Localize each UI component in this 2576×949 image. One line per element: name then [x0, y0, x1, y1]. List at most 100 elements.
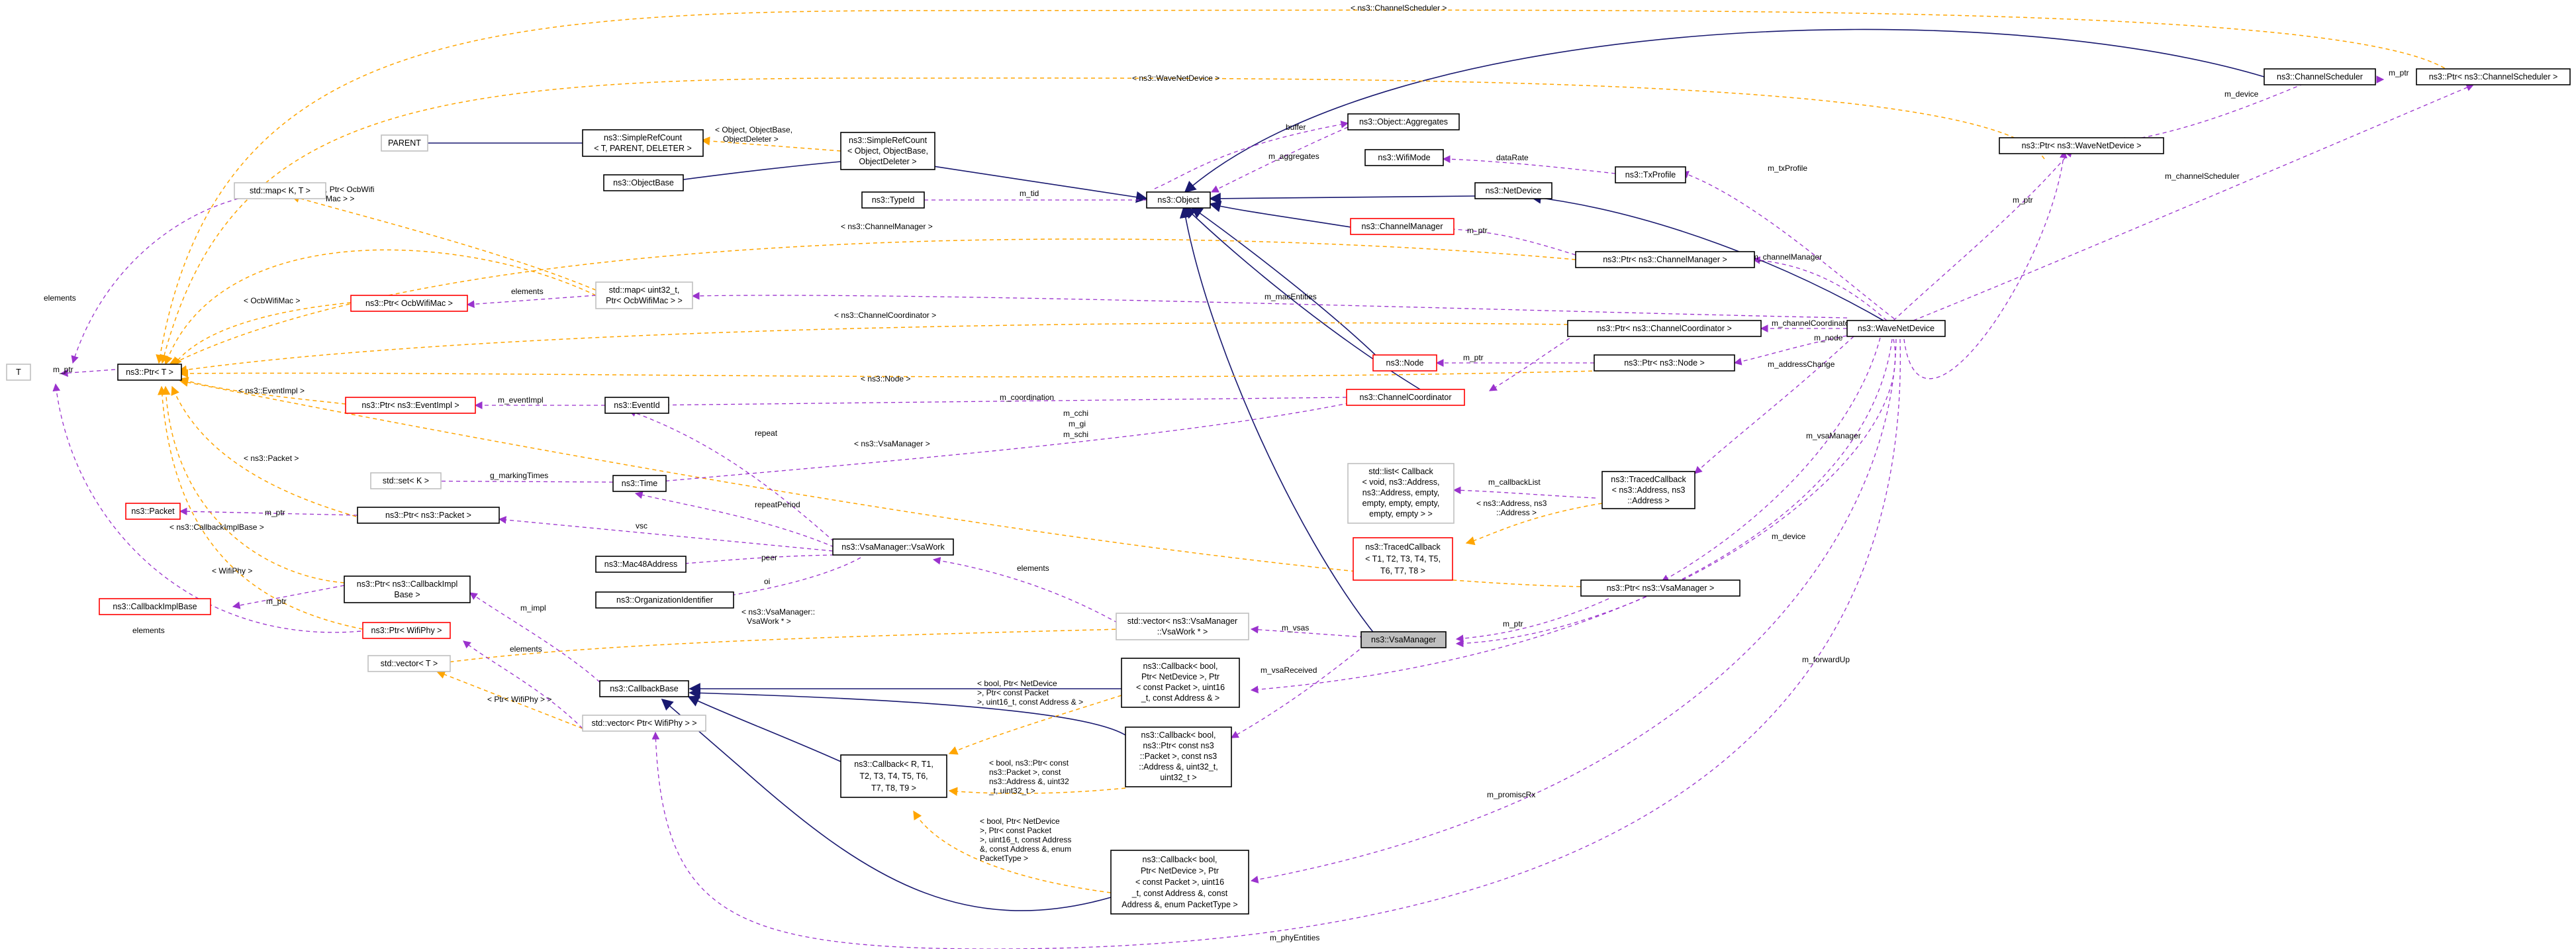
- label-bool-tpl2-1: < bool, ns3::Ptr< const: [989, 758, 1069, 768]
- edge-txprofile-wifimode: [1442, 155, 1616, 174]
- edge-aggregates-object: [1210, 126, 1349, 193]
- label-m-cchi: m_cchi: [1063, 409, 1088, 418]
- node-parent[interactable]: PARENT: [381, 134, 428, 152]
- svg-text:ns3::Callback< bool,: ns3::Callback< bool,: [1141, 730, 1216, 740]
- node-callbackimplbase[interactable]: ns3::CallbackImplBase: [99, 598, 211, 615]
- label-bool-tpl2-3: ns3::Address &, uint32: [989, 777, 1069, 786]
- edge-vsamanager-vsareceived: [1230, 644, 1366, 738]
- label-m-txprofile: m_txProfile: [1768, 164, 1807, 173]
- node-callback-r[interactable]: ns3::Callback< R, T1, T2, T3, T4, T5, T6…: [840, 754, 947, 798]
- node-wifimode[interactable]: ns3::WifiMode: [1364, 149, 1444, 166]
- node-object[interactable]: ns3::Object: [1146, 191, 1211, 209]
- edge-ptr-callbackimplbase: [232, 585, 345, 609]
- svg-text:ns3::Callback< R, T1,: ns3::Callback< R, T1,: [854, 760, 933, 769]
- node-t[interactable]: T: [6, 364, 31, 381]
- node-simplerefcount-t[interactable]: ns3::SimpleRefCount < T, PARENT, DELETER…: [582, 129, 704, 157]
- node-ptr-ocbwifimac[interactable]: ns3::Ptr< OcbWifiMac >: [350, 295, 468, 312]
- node-channelmanager[interactable]: ns3::ChannelManager: [1350, 218, 1455, 235]
- node-callback-bool-2[interactable]: ns3::Callback< bool, ns3::Ptr< const ns3…: [1125, 726, 1232, 787]
- node-list-callback[interactable]: std::list< Callback < void, ns3::Address…: [1347, 463, 1455, 524]
- edge-tpl-callback1: [948, 695, 1122, 755]
- node-map-uint32[interactable]: std::map< uint32_t, Ptr< OcbWifiMac > >: [595, 281, 693, 309]
- label-m-vsamanager: m_vsaManager: [1806, 431, 1861, 440]
- node-mac48[interactable]: ns3::Mac48Address: [595, 556, 687, 573]
- node-vsawork[interactable]: ns3::VsaManager::VsaWork: [832, 538, 954, 556]
- node-simplerefcount-object[interactable]: ns3::SimpleRefCount < Object, ObjectBase…: [840, 132, 935, 170]
- node-ptr-vsamanager[interactable]: ns3::Ptr< ns3::VsaManager >: [1580, 579, 1741, 597]
- edge-wnd-txprofile: [1680, 171, 1901, 324]
- label-elements-vsawork: elements: [1017, 564, 1049, 573]
- node-wavenetdevice[interactable]: ns3::WaveNetDevice: [1846, 320, 1946, 337]
- svg-text:::Address >: ::Address >: [1627, 496, 1670, 505]
- node-ptr-channelmanager[interactable]: ns3::Ptr< ns3::ChannelManager >: [1575, 251, 1755, 268]
- edge-tpl-eventimpl: [179, 377, 346, 405]
- label-m-ptr-wnd: m_ptr: [2013, 195, 2033, 205]
- node-ptr-node[interactable]: ns3::Ptr< ns3::Node >: [1594, 354, 1735, 372]
- svg-text:ns3::ObjectBase: ns3::ObjectBase: [613, 178, 674, 187]
- node-packet[interactable]: ns3::Packet: [125, 503, 181, 520]
- node-netdevice[interactable]: ns3::NetDevice: [1474, 182, 1552, 199]
- node-callback-bool-3[interactable]: ns3::Callback< bool, Ptr< NetDevice >, P…: [1110, 850, 1249, 915]
- node-objectbase[interactable]: ns3::ObjectBase: [603, 174, 684, 191]
- svg-text:ns3::Ptr< ns3::ChannelManager: ns3::Ptr< ns3::ChannelManager >: [1603, 255, 1727, 264]
- label-m-vsareceived: m_vsaReceived: [1261, 666, 1317, 675]
- node-callbackbase[interactable]: ns3::CallbackBase: [599, 680, 689, 697]
- node-ptr-wifiphy[interactable]: ns3::Ptr< WifiPhy >: [362, 622, 451, 639]
- svg-text:ns3::Ptr< ns3::CallbackImpl: ns3::Ptr< ns3::CallbackImpl: [357, 579, 458, 589]
- edge-tpl-channelmanager: [167, 238, 1576, 366]
- node-typeid[interactable]: ns3::TypeId: [861, 191, 925, 209]
- edge-ptr-channelmanager: [1442, 225, 1576, 256]
- svg-text:ns3::SimpleRefCount: ns3::SimpleRefCount: [604, 133, 683, 142]
- node-ptr-wavenetdevice[interactable]: ns3::Ptr< ns3::WaveNetDevice >: [1999, 137, 2164, 154]
- svg-text:< T1, T2, T3, T4, T5,: < T1, T2, T3, T4, T5,: [1365, 554, 1441, 564]
- svg-text:std::vector< T >: std::vector< T >: [381, 659, 438, 668]
- svg-text:_t, const Address & >: _t, const Address & >: [1141, 693, 1219, 703]
- node-eventid[interactable]: ns3::EventId: [604, 397, 669, 414]
- node-callback-bool-1[interactable]: ns3::Callback< bool, Ptr< NetDevice >, P…: [1121, 658, 1240, 708]
- node-orgid[interactable]: ns3::OrganizationIdentifier: [595, 591, 734, 609]
- node-node[interactable]: ns3::Node: [1372, 354, 1437, 372]
- edge-callbackbase-impl: [469, 592, 600, 683]
- label-bool-tpl2-2: ns3::Packet >, const: [989, 768, 1061, 777]
- node-txprofile[interactable]: ns3::TxProfile: [1615, 166, 1686, 183]
- edge-wnd-device: [1903, 150, 2068, 379]
- node-channelcoordinator[interactable]: ns3::ChannelCoordinator: [1346, 389, 1465, 406]
- label-m-ptr-node: m_ptr: [1463, 353, 1484, 362]
- node-ptr-channelcoordinator[interactable]: ns3::Ptr< ns3::ChannelCoordinator >: [1567, 320, 1762, 337]
- node-time[interactable]: ns3::Time: [612, 475, 667, 492]
- svg-text:ns3::ChannelCoordinator: ns3::ChannelCoordinator: [1360, 393, 1452, 402]
- svg-text:ns3::Callback< bool,: ns3::Callback< bool,: [1143, 855, 1217, 864]
- svg-text:ns3::Ptr< ns3::Node >: ns3::Ptr< ns3::Node >: [1624, 358, 1705, 368]
- edge-tracedcallback-list: [1453, 486, 1596, 499]
- node-ptr-eventimpl[interactable]: ns3::Ptr< ns3::EventImpl >: [345, 397, 476, 414]
- node-vsamanager[interactable]: ns3::VsaManager: [1360, 631, 1447, 648]
- svg-text:ns3::WaveNetDevice: ns3::WaveNetDevice: [1858, 324, 1934, 333]
- node-ptr-callbackimplbase[interactable]: ns3::Ptr< ns3::CallbackImpl Base >: [344, 575, 471, 603]
- edge-tpl-callback2: [948, 787, 1126, 796]
- label-packet-tpl: < ns3::Packet >: [244, 454, 299, 463]
- label-bool-tpl1-2: >, Ptr< const Packet: [977, 688, 1049, 697]
- svg-text:::Packet >, const ns3: ::Packet >, const ns3: [1140, 752, 1217, 761]
- svg-text:ns3::Packet: ns3::Packet: [131, 507, 175, 516]
- node-channelscheduler[interactable]: ns3::ChannelScheduler: [2264, 68, 2376, 85]
- label-m-ptr-packet: m_ptr: [265, 508, 285, 517]
- edge-wnd-node: [1733, 334, 1854, 366]
- node-ptr-t[interactable]: ns3::Ptr< T >: [117, 364, 182, 381]
- node-tracedcallback-addr[interactable]: ns3::TracedCallback < ns3::Address, ns3 …: [1601, 471, 1695, 509]
- label-vsc: vsc: [636, 521, 647, 530]
- node-vector-vsawork[interactable]: std::vector< ns3::VsaManager ::VsaWork *…: [1116, 613, 1249, 640]
- edge-coordinator-eventid: [641, 397, 1347, 409]
- label-bool-tpl3-2: >, Ptr< const Packet: [980, 826, 1052, 835]
- edge-tpl-channelcoordinator: [177, 322, 1568, 375]
- node-vector-t[interactable]: std::vector< T >: [367, 655, 451, 672]
- node-tracedcallback-t[interactable]: ns3::TracedCallback < T1, T2, T3, T4, T5…: [1353, 537, 1453, 581]
- node-vector-wifiphy[interactable]: std::vector< Ptr< WifiPhy > >: [582, 715, 706, 732]
- edge-coordinator-timers: [637, 399, 1364, 487]
- node-ptr-packet[interactable]: ns3::Ptr< ns3::Packet >: [357, 507, 500, 524]
- node-aggregates[interactable]: ns3::Object::Aggregates: [1347, 113, 1460, 130]
- nodes: T ns3::Ptr< T > PARENT ns3::SimpleRefCou…: [6, 68, 2571, 915]
- node-map-k-t[interactable]: std::map< K, T >: [234, 182, 326, 199]
- svg-text:ns3::NetDevice: ns3::NetDevice: [1486, 186, 1542, 195]
- node-ptr-channelscheduler[interactable]: ns3::Ptr< ns3::ChannelScheduler >: [2416, 68, 2571, 85]
- node-set-k[interactable]: std::set< K >: [370, 472, 442, 489]
